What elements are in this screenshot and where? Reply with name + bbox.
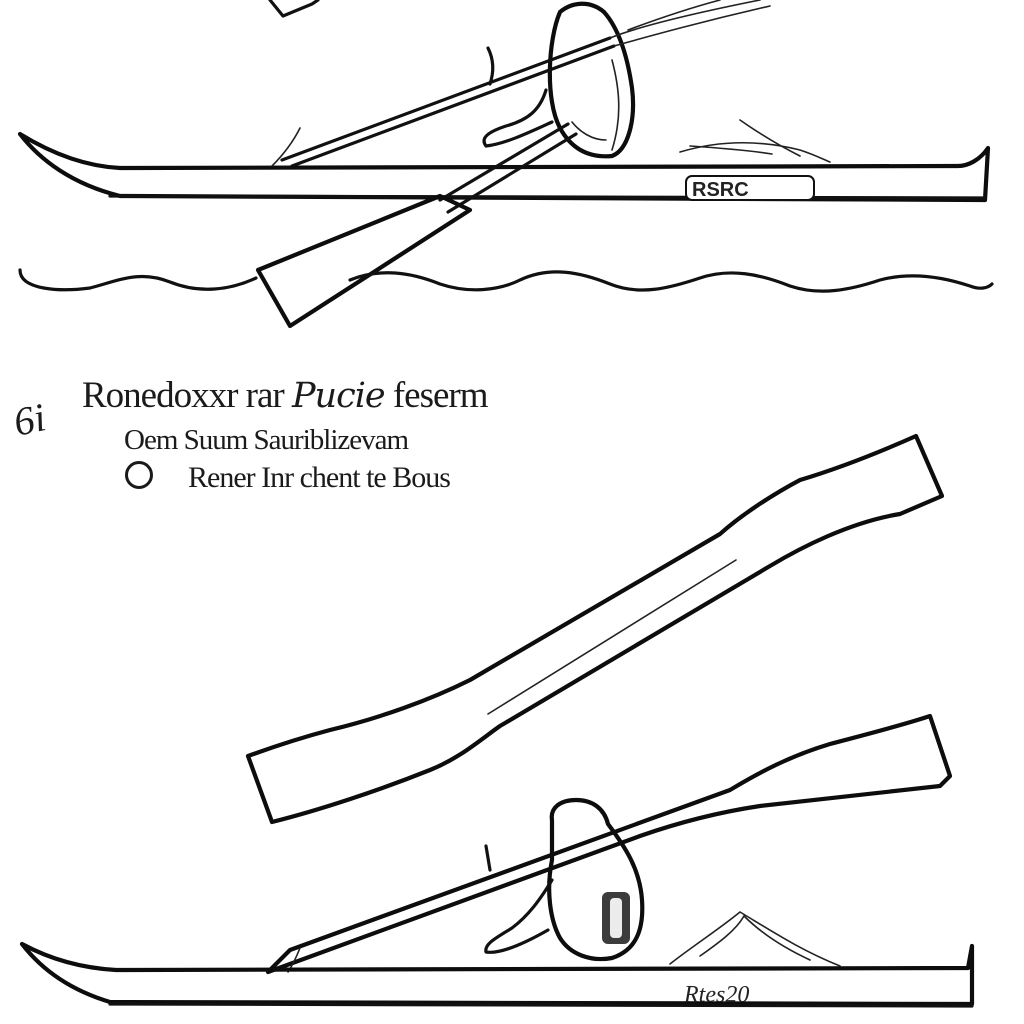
top-paddle-lower-blade-icon: [258, 196, 470, 326]
bottom-hull-label: Rtes20: [683, 982, 749, 1008]
caption-option-label: Rener Inr chent te Bous: [188, 461, 450, 495]
top-paddler-figure-icon: [550, 4, 633, 157]
radio-option-icon[interactable]: [125, 461, 153, 489]
caption-heading-c: feserm: [393, 375, 488, 416]
bottom-scene: Rtes20: [22, 436, 972, 1008]
top-water-wave-icon: [20, 270, 992, 291]
top-paddle-top-blade-icon: [270, 0, 318, 16]
caption-subline: Oem Suum Sauriblizevam: [124, 424, 408, 457]
top-hull-label: RSRC: [692, 179, 749, 201]
top-paddle-lower-shaft-icon: [440, 124, 568, 200]
top-scene: RSRC: [20, 0, 992, 326]
caption-heading-a: Ronedoxxr rar: [82, 375, 284, 416]
caption-heading: Ronedoxxr rar Pucie feserm: [82, 374, 488, 417]
top-kayak-hull-icon: [20, 134, 988, 200]
caption-heading-b: Pucie: [292, 376, 385, 416]
